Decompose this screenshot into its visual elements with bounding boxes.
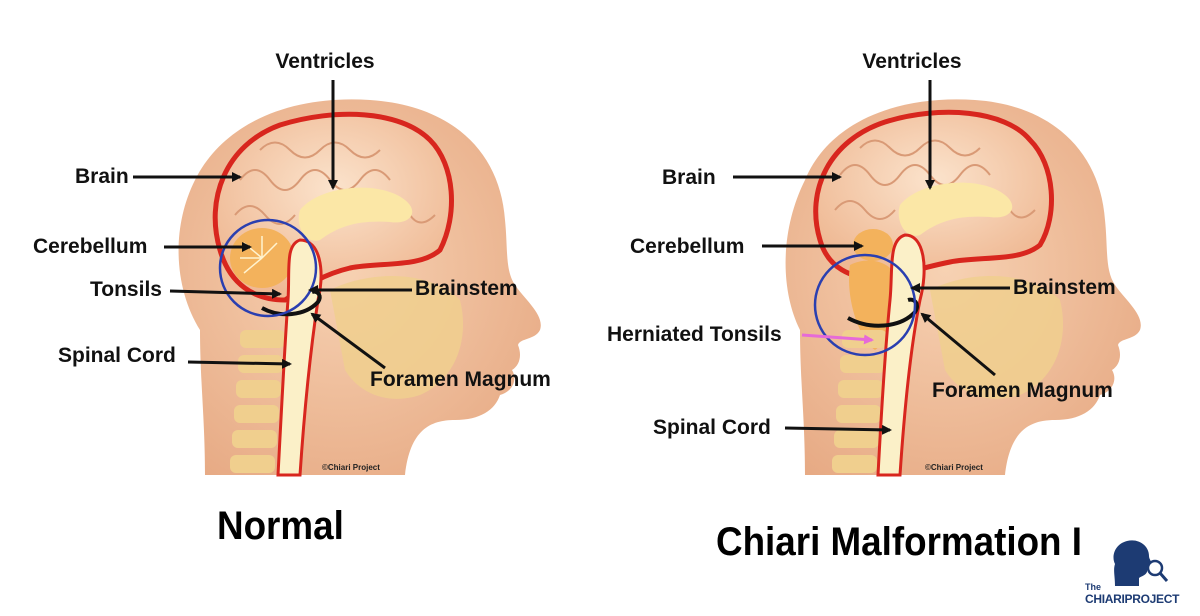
arrow-spinal-cord (187, 358, 292, 369)
spinal-cord-shape (276, 238, 323, 477)
arrow-foramen-magnum (310, 312, 386, 370)
logo-the: The (1085, 582, 1102, 592)
ventricle-shape (898, 182, 1013, 236)
skull-base (930, 276, 1064, 399)
logo-name-part2: PROJECT (1124, 592, 1180, 606)
cerebellum-highlight-circle (218, 218, 318, 318)
label-tonsils: Tonsils (90, 278, 162, 301)
title-chiari: Chiari Malformation I (716, 520, 1082, 564)
label-brain: Brain (662, 166, 716, 189)
spinal-cord-shape (876, 233, 926, 477)
normal-panel: Ventricles Brain Cerebellum Tonsils Brai… (33, 50, 551, 477)
label-brain: Brain (75, 165, 129, 188)
title-normal: Normal (217, 504, 344, 548)
label-cerebellum: Cerebellum (33, 235, 147, 258)
label-herniated-tonsils: Herniated Tonsils (607, 323, 782, 346)
label-ventricles: Ventricles (275, 50, 374, 73)
arrow-foramen-magnum (920, 312, 996, 377)
label-cerebellum: Cerebellum (630, 235, 744, 258)
copyright-chiari: ©Chiari Project (925, 463, 983, 472)
label-brainstem: Brainstem (415, 277, 518, 300)
logo-name-part1: CHIARI (1085, 592, 1125, 606)
skull-base (330, 276, 464, 399)
logo-name: CHIARIPROJECT (1085, 592, 1179, 606)
cerebellum-shape (853, 229, 893, 261)
arrow-spinal-cord (784, 424, 892, 435)
label-spinal-cord: Spinal Cord (653, 416, 771, 439)
head-magnifier-icon (1113, 540, 1169, 586)
label-foramen-magnum: Foramen Magnum (932, 379, 1113, 402)
copyright-normal: ©Chiari Project (322, 463, 380, 472)
label-foramen-magnum: Foramen Magnum (370, 368, 551, 391)
ventricle-shape (298, 187, 413, 241)
label-brainstem: Brainstem (1013, 276, 1116, 299)
chiari-project-logo: The CHIARIPROJECT (1085, 538, 1195, 612)
arrow-herniated-tonsils (801, 333, 874, 345)
cerebellum-highlight-circle (813, 253, 917, 357)
label-ventricles: Ventricles (862, 50, 961, 73)
label-spinal-cord: Spinal Cord (58, 344, 176, 367)
chiari-panel: Ventricles Brain Cerebellum Brainstem He… (607, 50, 1141, 477)
arrow-tonsils (169, 288, 282, 299)
